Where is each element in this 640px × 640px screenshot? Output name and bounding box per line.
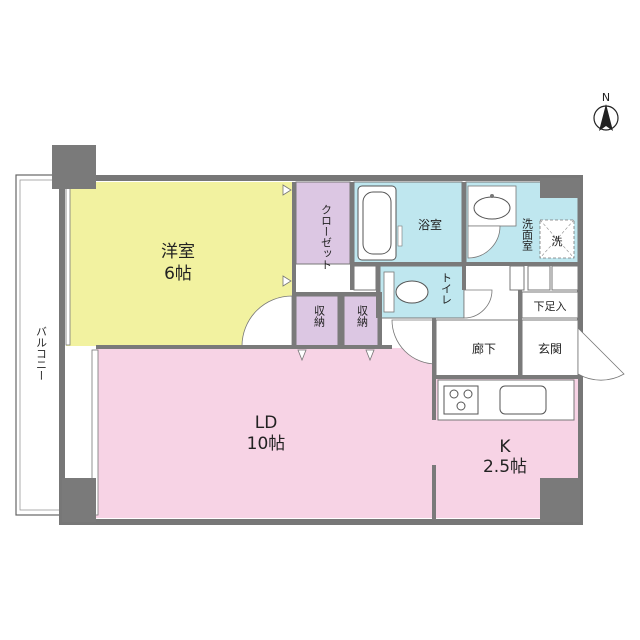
washer-label: 洗 <box>552 235 563 248</box>
western-room-label: 洋室 <box>161 242 195 262</box>
balcony <box>15 174 67 516</box>
western-room-door <box>241 295 293 347</box>
living-dining-room <box>96 348 436 518</box>
living-dining-label: LD <box>255 413 278 433</box>
balcony-label: バルコニー <box>35 326 48 381</box>
storage2-label: 収納 <box>356 305 369 328</box>
kitchen-label: K <box>499 437 511 457</box>
closet-label: クローゼット <box>320 204 333 270</box>
washroom-label: 洗面室 <box>521 218 534 251</box>
north-arrow-icon: N <box>593 91 619 131</box>
storage1-label: 収納 <box>313 305 326 328</box>
hallway-label: 廊下 <box>472 341 496 356</box>
entrance-label: 玄関 <box>538 341 562 356</box>
bathroom-label: 浴室 <box>418 217 442 232</box>
compass-label: N <box>602 91 610 104</box>
western-room-size: 6帖 <box>164 264 192 284</box>
shoe-storage-label: 下足入 <box>534 300 567 313</box>
kitchen-size: 2.5帖 <box>483 457 527 477</box>
shoe-storage <box>521 291 579 319</box>
hallway <box>435 319 521 377</box>
toilet-label: トイレ <box>440 272 453 305</box>
closet <box>295 181 351 265</box>
living-dining-size: 10帖 <box>247 434 286 454</box>
